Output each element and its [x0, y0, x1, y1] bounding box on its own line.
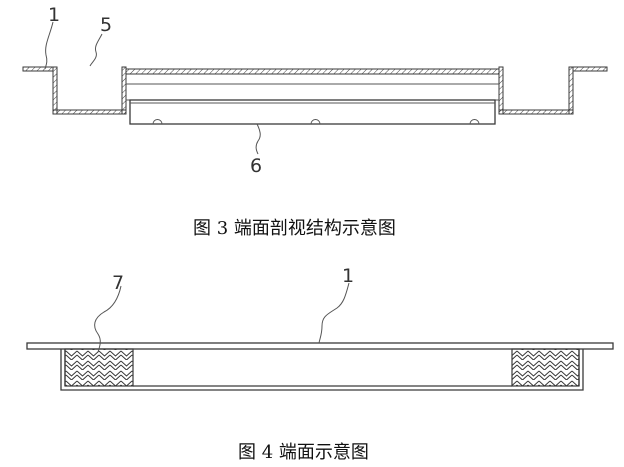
figure-3-caption: 图 3 端面剖视结构示意图 [193, 218, 396, 239]
part-6-body [129, 99, 496, 125]
figure-3: 1 5 6 图 3 端面剖视结构示意图 [22, 4, 608, 239]
label-1-fig4: 1 [342, 265, 354, 287]
part-7-right-filler [511, 348, 580, 387]
left-channel-bottom [52, 109, 127, 115]
right-channel-bottom [498, 109, 574, 115]
label-7: 7 [112, 272, 124, 294]
figure-4-caption: 图 4 端面示意图 [238, 442, 369, 463]
top-plate-fig4 [26, 342, 614, 350]
top-plate [125, 68, 500, 75]
right-channel-outer-wall [568, 66, 574, 115]
figure-4: 7 1 图 4 端面示意图 [26, 265, 614, 463]
leader-1-fig4 [318, 282, 350, 344]
left-channel-outer-wall [52, 66, 58, 115]
left-flange [22, 66, 54, 72]
part-7-left-filler [64, 348, 134, 387]
right-channel-inner-wall [498, 66, 504, 115]
leader-6 [255, 123, 261, 155]
leader-1-fig3 [44, 21, 54, 70]
label-1-fig3: 1 [48, 4, 60, 26]
left-channel-inner-wall [121, 66, 127, 115]
leader-5 [89, 33, 103, 67]
label-6: 6 [250, 155, 262, 177]
label-5: 5 [100, 14, 112, 36]
bump-3 [469, 119, 480, 125]
channel-body-fig4 [60, 349, 584, 391]
bump-2 [310, 119, 321, 125]
leader-7 [94, 285, 122, 353]
right-flange [572, 66, 608, 72]
bump-1 [152, 119, 163, 125]
